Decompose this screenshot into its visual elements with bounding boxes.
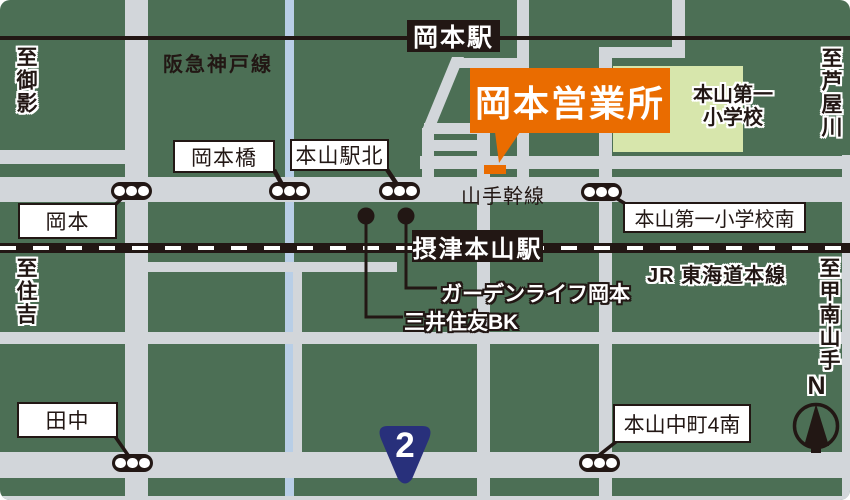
route-2-shield bbox=[379, 426, 431, 484]
office-callout-label: 岡本営業所 bbox=[474, 82, 665, 124]
school-label-line2: 小学校 bbox=[703, 107, 763, 129]
line-label-jr: JR 東海道本線 bbox=[647, 265, 787, 287]
road-vertical-school-north bbox=[672, 0, 685, 58]
road-vertical-east-edge bbox=[842, 155, 850, 500]
leader-smbc bbox=[364, 216, 403, 319]
poi-label-gardenlife: ガーデンライフ岡本 bbox=[441, 283, 630, 306]
road-mid-south bbox=[0, 332, 850, 344]
station-box-settsu-motoyama: 摂津本山駅 bbox=[412, 230, 543, 263]
school-label: 本山第一 小学校 bbox=[684, 84, 782, 130]
office-marker bbox=[484, 165, 506, 174]
intersection-label-nakamachi-4: 本山中町4南 bbox=[613, 404, 751, 443]
station-box-okamoto: 岡本駅 bbox=[407, 20, 500, 52]
traffic-light-okamoto bbox=[111, 182, 152, 200]
road-station-front-lower bbox=[430, 140, 490, 151]
traffic-light-nakamachi-4 bbox=[579, 454, 620, 472]
road-below-railway bbox=[148, 262, 397, 272]
line-label-hankyu: 阪急神戸線 bbox=[163, 54, 273, 76]
compass-base bbox=[811, 446, 821, 453]
road-thin-west bbox=[0, 150, 148, 164]
direction-label-ashiyagawa: 至芦屋川 bbox=[819, 47, 842, 139]
direction-label-sumiyoshi: 至住吉 bbox=[14, 257, 37, 326]
intersection-label-motoyama-eki-kita: 本山駅北 bbox=[290, 139, 389, 171]
office-callout: 岡本営業所 bbox=[470, 68, 670, 133]
poi-label-smbc: 三井住友BK bbox=[404, 311, 519, 334]
poi-dot-smbc bbox=[357, 207, 375, 225]
traffic-light-motoyama-eki-kita bbox=[379, 182, 420, 200]
road-label-yamate: 山手幹線 bbox=[461, 186, 545, 208]
intersection-label-okamotobashi: 岡本橋 bbox=[173, 140, 275, 173]
road-vertical-center-west bbox=[477, 123, 490, 500]
office-callout-pointer bbox=[495, 132, 520, 163]
direction-label-mikage: 至御影 bbox=[14, 46, 37, 115]
school-label-line1: 本山第一 bbox=[693, 84, 773, 106]
road-bottom-edge bbox=[0, 496, 850, 500]
intersection-label-tanaka: 田中 bbox=[17, 402, 118, 438]
traffic-light-tanaka bbox=[112, 454, 153, 472]
compass-north-label: N bbox=[807, 372, 826, 400]
traffic-light-okamotobashi bbox=[269, 182, 310, 200]
traffic-light-daiichi-minami bbox=[581, 183, 622, 201]
road-thin-east bbox=[420, 156, 850, 169]
road-station-front-upper bbox=[424, 123, 490, 134]
direction-label-konan-yamate: 至甲南山手 bbox=[817, 257, 840, 372]
intersection-label-okamoto: 岡本 bbox=[18, 203, 117, 239]
road-station-south bbox=[453, 58, 529, 68]
leader-gardenlife bbox=[404, 216, 437, 290]
road-jog-school-north bbox=[603, 47, 685, 58]
road-riverside bbox=[293, 262, 302, 452]
route-2-number: 2 bbox=[395, 426, 415, 465]
poi-dot-gardenlife bbox=[397, 207, 415, 225]
compass-needle bbox=[804, 404, 829, 446]
road-diagonal-station bbox=[422, 57, 464, 130]
intersection-label-daiichi-minami: 本山第一小学校南 bbox=[623, 202, 806, 233]
